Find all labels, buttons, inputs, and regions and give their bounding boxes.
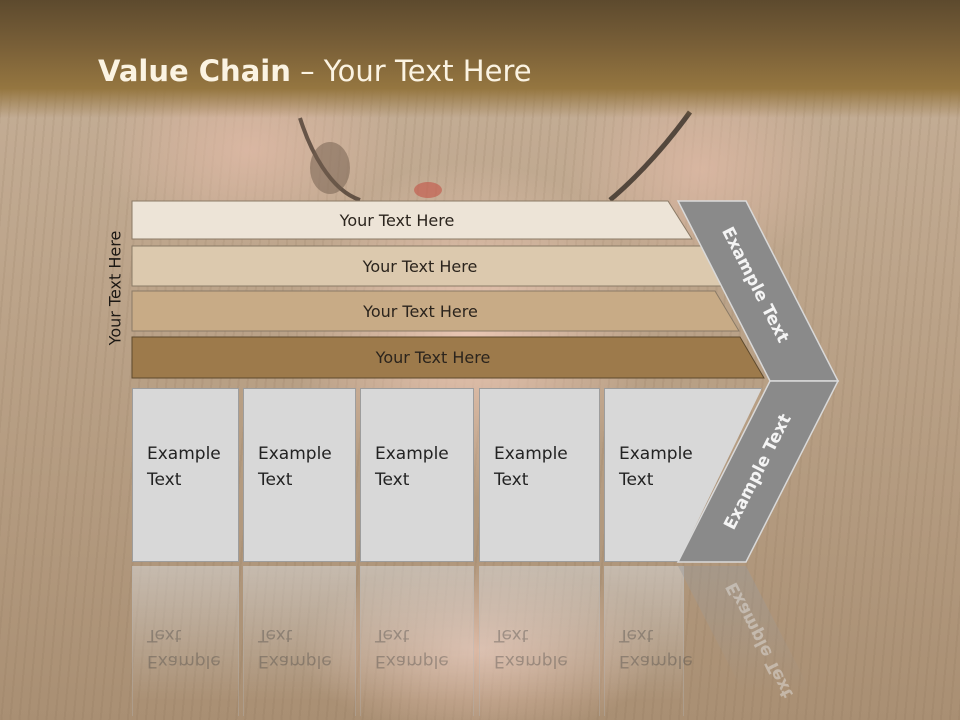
column-1-line1: Example bbox=[147, 444, 221, 464]
column-2-line1: Example bbox=[258, 444, 332, 464]
title-bar bbox=[0, 0, 960, 118]
slide-title: Value Chain – Your Text Here bbox=[98, 54, 532, 88]
column-3-line1: Example bbox=[375, 444, 449, 464]
column-1-line2: Text bbox=[147, 470, 182, 490]
chevron-reflection bbox=[678, 566, 810, 690]
title-rest: – Your Text Here bbox=[290, 54, 532, 88]
column-5-line1: Example bbox=[619, 444, 693, 464]
column-4-line2: Text bbox=[494, 470, 529, 490]
column-2-line2: Text bbox=[258, 470, 293, 490]
column-3-line2: Text bbox=[375, 470, 410, 490]
title-bold: Value Chain bbox=[98, 54, 291, 88]
column-4-line1: Example bbox=[494, 444, 568, 464]
column-5-line2: Text bbox=[619, 470, 654, 490]
chevron-lower-arm bbox=[676, 380, 840, 563]
